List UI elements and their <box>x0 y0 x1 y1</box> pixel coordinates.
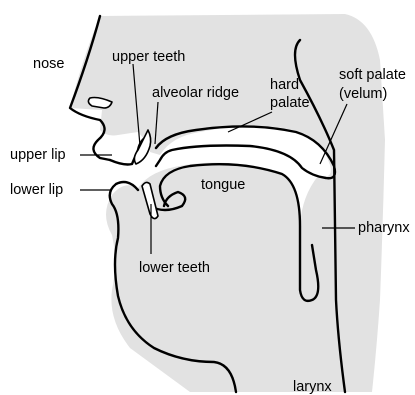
tongue-label: tongue <box>201 177 245 193</box>
lower-lip-label: lower lip <box>10 182 63 198</box>
nose-label: nose <box>33 56 64 72</box>
hard-palate-label-line1: hard <box>270 77 299 93</box>
larynx-label: larynx <box>293 379 332 395</box>
hard-palate-label-line2: palate <box>270 95 310 111</box>
upper-lip-label: upper lip <box>10 147 66 163</box>
soft-palate-label-line1: soft palate <box>339 67 406 83</box>
pharynx-label: pharynx <box>358 220 410 236</box>
tongue-region <box>106 163 300 392</box>
lower-teeth-label: lower teeth <box>139 260 210 276</box>
alveolar-ridge-label: alveolar ridge <box>152 85 239 101</box>
upper-teeth-label: upper teeth <box>112 49 185 65</box>
soft-palate-label-line2: (velum) <box>339 86 387 102</box>
